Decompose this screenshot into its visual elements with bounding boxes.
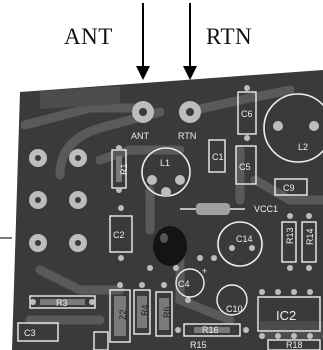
r18-label: R18	[286, 340, 303, 350]
c3-label: C3	[24, 328, 36, 338]
c2-label: C2	[113, 230, 125, 240]
black-capacitor-body	[153, 226, 187, 266]
rtn-callout-label: RTN	[206, 24, 253, 49]
inductor-l1: L1	[141, 147, 191, 197]
c14-label: C14	[236, 234, 253, 244]
r14-label: R14	[305, 228, 315, 245]
svg-text:+: +	[202, 266, 207, 276]
c5-label: C5	[239, 162, 251, 172]
r6-label: R6	[162, 306, 172, 318]
vcc1-label: VCC1	[254, 204, 278, 214]
r16-label: R16	[202, 325, 219, 335]
capacitor-c14: C14	[217, 221, 263, 267]
c6-label: C6	[241, 109, 253, 119]
l2-label: L2	[298, 142, 308, 152]
r3-label: R3	[56, 298, 68, 308]
inductor-l2: L2	[263, 93, 323, 163]
c10-label: C10	[226, 304, 243, 314]
vcc1-component: VCC1	[180, 203, 278, 215]
r1-label: R1	[119, 163, 129, 175]
small-pads	[30, 85, 313, 339]
c9-label: C9	[283, 183, 295, 193]
ground-pour	[39, 86, 323, 339]
r15-label: R15	[190, 340, 207, 350]
component-bodies	[40, 156, 230, 336]
rtn-arrow	[183, 3, 197, 80]
ic2-label: IC2	[276, 308, 296, 323]
copper-traces	[20, 85, 323, 325]
c4-label: C4	[178, 279, 190, 289]
capacitor-c10: C10	[216, 284, 248, 316]
z2-label: Z2	[118, 309, 128, 320]
ant-pad	[132, 101, 154, 123]
ant-pad-label: ANT	[131, 131, 150, 141]
ant-callout-label: ANT	[64, 24, 113, 49]
r13-label: R13	[285, 227, 295, 244]
r4-label: R4	[140, 304, 150, 316]
c1-label: C1	[212, 152, 224, 162]
l1-label: L1	[160, 158, 170, 168]
capacitor-c4: + C4	[175, 266, 207, 298]
ant-arrow	[136, 3, 150, 80]
rtn-pad-label: RTN	[178, 131, 196, 141]
rtn-pad	[179, 101, 201, 123]
